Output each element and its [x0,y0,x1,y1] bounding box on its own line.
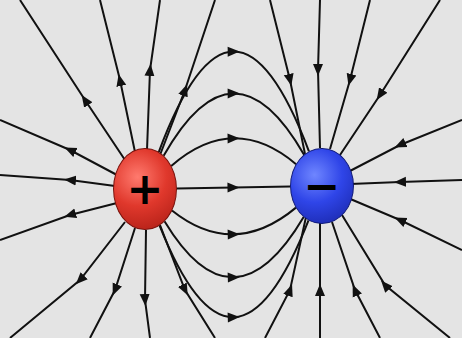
field-line [164,88,304,155]
field-line [165,217,304,283]
negative-charge: − [290,148,353,224]
field-line [172,208,296,240]
charge-sign: − [304,164,341,208]
field-line [177,183,291,193]
positive-charge: + [113,148,176,230]
field-line [159,220,308,322]
charge-sign: + [127,167,164,211]
field-line [171,133,296,166]
field-line [159,47,309,152]
